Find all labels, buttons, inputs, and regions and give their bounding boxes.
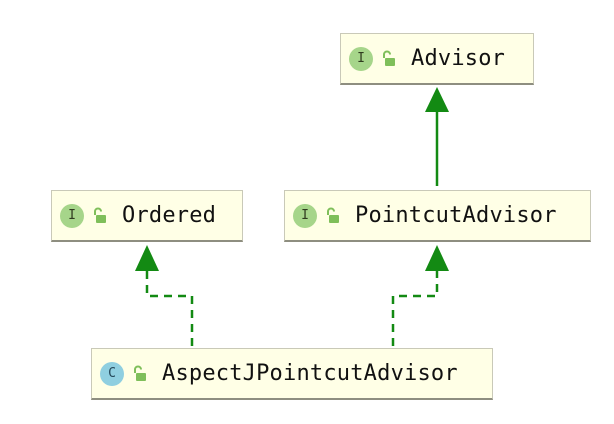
unlocked-lock-icon bbox=[94, 207, 106, 223]
interface-icon: I bbox=[293, 203, 317, 228]
unlocked-lock-icon bbox=[327, 207, 339, 223]
node-label: Advisor bbox=[411, 46, 506, 71]
node-label: Ordered bbox=[122, 203, 217, 228]
node-label: PointcutAdvisor bbox=[355, 203, 557, 228]
node-advisor[interactable]: I Advisor bbox=[340, 33, 534, 85]
interface-icon: I bbox=[349, 46, 373, 71]
node-pointcut-advisor[interactable]: I PointcutAdvisor bbox=[284, 190, 591, 242]
node-aspectj-pointcut-advisor[interactable]: C AspectJPointcutAdvisor bbox=[91, 348, 493, 400]
arrowhead-pointcutadvisor bbox=[425, 245, 449, 271]
node-ordered[interactable]: I Ordered bbox=[51, 190, 243, 242]
arrowhead-advisor bbox=[425, 87, 449, 112]
unlocked-lock-icon bbox=[383, 50, 395, 66]
arrowhead-ordered bbox=[135, 245, 159, 271]
class-icon: C bbox=[100, 361, 124, 386]
node-label: AspectJPointcutAdvisor bbox=[162, 361, 458, 386]
edge-aspectj-ordered bbox=[145, 271, 194, 346]
interface-icon: I bbox=[60, 203, 84, 228]
edge-aspectj-pointcutadvisor bbox=[391, 271, 439, 346]
unlocked-lock-icon bbox=[134, 365, 146, 381]
